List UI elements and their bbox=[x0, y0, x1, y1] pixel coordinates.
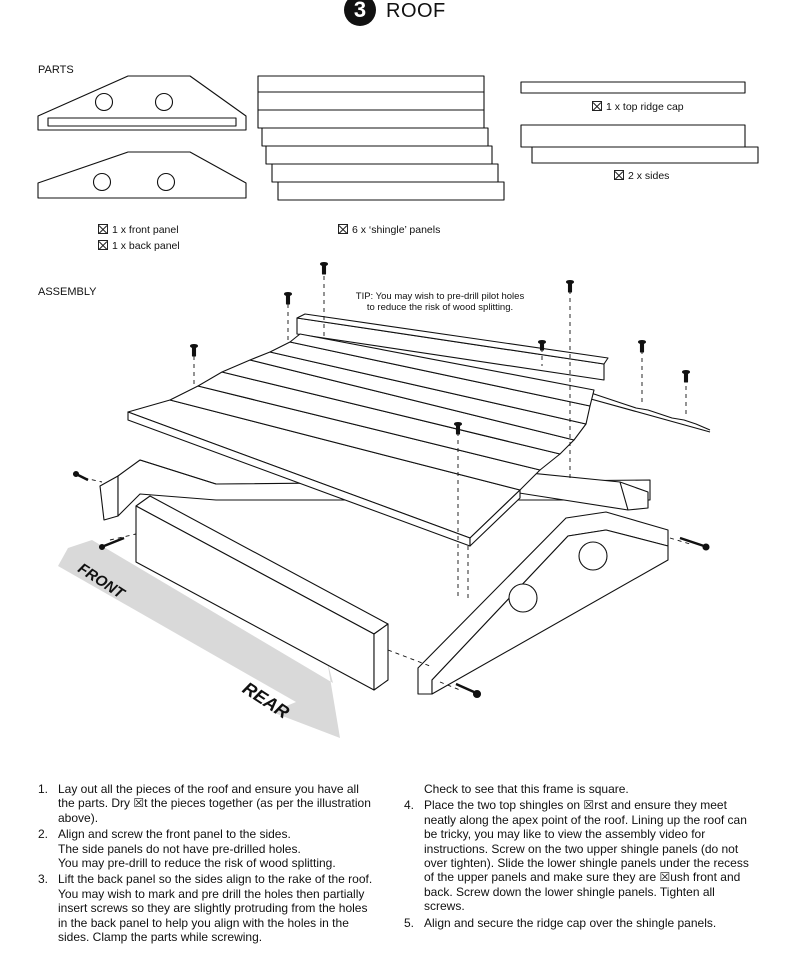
direction-arrow bbox=[58, 540, 340, 738]
assembly-shingle-panels bbox=[127, 333, 595, 547]
step-3-continuation: Check to see that this frame is square. bbox=[424, 782, 629, 796]
shingle-panels-label: 6 x ‘shingle’ panels bbox=[352, 224, 441, 236]
step-text: Lay out all the pieces of the roof and e… bbox=[58, 782, 371, 825]
instructions-left-column: 1. Lay out all the pieces of the roof an… bbox=[38, 782, 378, 946]
instruction-step-3: 3. Lift the back panel so the sides alig… bbox=[38, 872, 378, 944]
tip-note: TIP: You may wish to pre-drill pilot hol… bbox=[340, 291, 540, 313]
front-panel-drawing bbox=[37, 75, 247, 131]
back-panel-drawing bbox=[37, 151, 247, 199]
assembly-heading: ASSEMBLY bbox=[38, 286, 97, 298]
checkbox-icon bbox=[98, 224, 108, 234]
step-number: 5. bbox=[404, 915, 415, 930]
instruction-step-2: 2. Align and screw the front panel to th… bbox=[38, 827, 378, 870]
back-panel-label: 1 x back panel bbox=[112, 240, 180, 252]
step-text-line-3: You may pre-drill to reduce the risk of … bbox=[58, 856, 336, 871]
back-panel-caption: 1 x back panel bbox=[98, 240, 180, 252]
step-text-line-2: The side panels do not have pre-drilled … bbox=[58, 841, 301, 856]
checkbox-icon bbox=[338, 224, 348, 234]
tip-line-1: TIP: You may wish to pre-drill pilot hol… bbox=[355, 291, 525, 302]
shingle-step-edge bbox=[587, 391, 711, 431]
step-text: Lift the back panel so the sides align t… bbox=[58, 872, 373, 945]
instruction-step-4: 4. Place the two top shingles on ☒rst an… bbox=[404, 798, 754, 913]
roof-illustration bbox=[37, 75, 759, 738]
checkbox-icon bbox=[592, 101, 602, 111]
step-number: 2. bbox=[38, 827, 49, 842]
tip-line-2: to reduce the risk of wood splitting. bbox=[366, 302, 514, 313]
step-text: Place the two top shingles on ☒rst and e… bbox=[424, 798, 749, 914]
instruction-step-1: 1. Lay out all the pieces of the roof an… bbox=[38, 782, 378, 825]
front-panel-label: 1 x front panel bbox=[112, 224, 179, 236]
assembly-front-panel bbox=[417, 511, 669, 695]
step-number-badge: 3 bbox=[344, 0, 376, 26]
screws bbox=[72, 261, 710, 699]
step-number: 3. bbox=[38, 872, 49, 887]
sides-drawing bbox=[520, 124, 759, 164]
ridge-cap-caption: 1 x top ridge cap bbox=[592, 101, 684, 113]
instruction-step-5: 5. Align and secure the ridge cap over t… bbox=[404, 916, 754, 930]
step-number: 1. bbox=[38, 782, 49, 796]
assembly-back-panel bbox=[135, 495, 389, 691]
assembly-ridge-cap bbox=[296, 313, 609, 381]
sides-caption: 2 x sides bbox=[614, 170, 669, 182]
front-panel-caption: 1 x front panel bbox=[98, 224, 179, 236]
shingle-panels-drawing bbox=[257, 75, 505, 201]
checkbox-icon bbox=[614, 170, 624, 180]
ridge-cap-drawing bbox=[520, 81, 746, 94]
page-title: ROOF bbox=[386, 0, 446, 22]
checkbox-icon bbox=[98, 240, 108, 250]
shingle-panels-caption: 6 x ‘shingle’ panels bbox=[338, 224, 440, 236]
step-number: 4. bbox=[404, 798, 415, 813]
instructions-right-column: Check to see that this frame is square. … bbox=[404, 782, 754, 932]
page-header: 3 ROOF bbox=[0, 0, 800, 30]
ridge-cap-label: 1 x top ridge cap bbox=[606, 101, 684, 113]
parts-heading: PARTS bbox=[38, 64, 74, 76]
step-text: Align and secure the ridge cap over the … bbox=[424, 915, 717, 930]
step-text: Align and screw the front panel to the s… bbox=[58, 827, 291, 842]
sides-label: 2 x sides bbox=[628, 170, 670, 182]
